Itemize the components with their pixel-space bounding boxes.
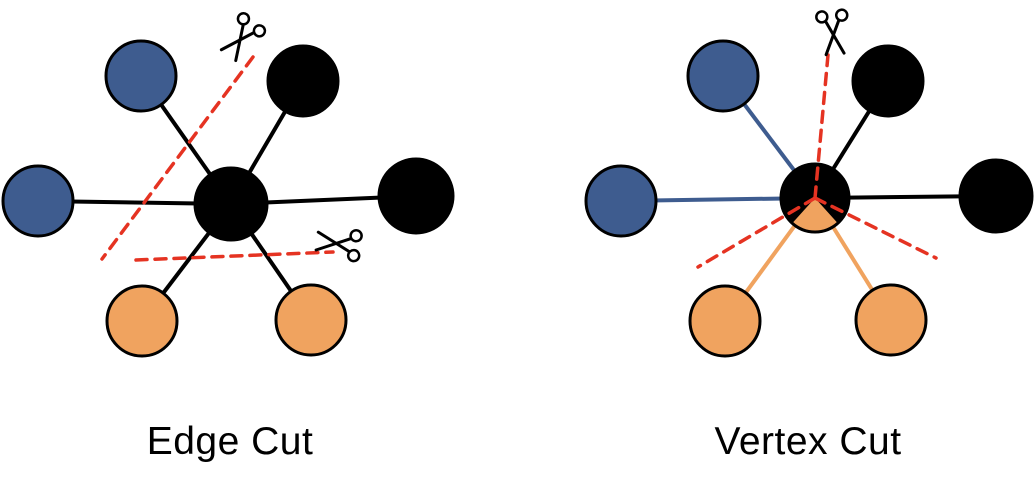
cut-dashed-line	[813, 196, 938, 260]
edge-cut-graph	[1, 12, 455, 358]
scissors-icon	[219, 12, 267, 63]
graph-node-black	[377, 157, 455, 235]
graph-node-black	[266, 44, 340, 118]
cut-dashed-line	[696, 196, 817, 269]
cut-dashed-line	[134, 250, 335, 262]
scissors-icon	[314, 229, 363, 263]
cut-dashed-line	[813, 53, 830, 200]
graph-node-black	[851, 44, 925, 118]
graph-node-blue	[584, 164, 658, 238]
graph-node-orange	[274, 283, 348, 357]
graph-node-blue	[104, 39, 178, 113]
graph-node-black	[958, 158, 1034, 234]
cut-dashed-line	[100, 55, 255, 261]
vertex-cut-label: Vertex Cut	[714, 420, 902, 463]
graph-node-blue	[1, 164, 75, 238]
center-node-wedge	[793, 198, 837, 231]
graph-node-orange	[854, 283, 928, 357]
vertex-cut-graph	[584, 8, 1034, 358]
center-node	[193, 166, 269, 242]
scissors-icon	[815, 8, 849, 57]
graph-node-orange	[688, 284, 762, 358]
graph-node-blue	[686, 39, 760, 113]
edge-cut-label: Edge Cut	[146, 420, 314, 463]
graph-node-orange	[105, 284, 179, 358]
